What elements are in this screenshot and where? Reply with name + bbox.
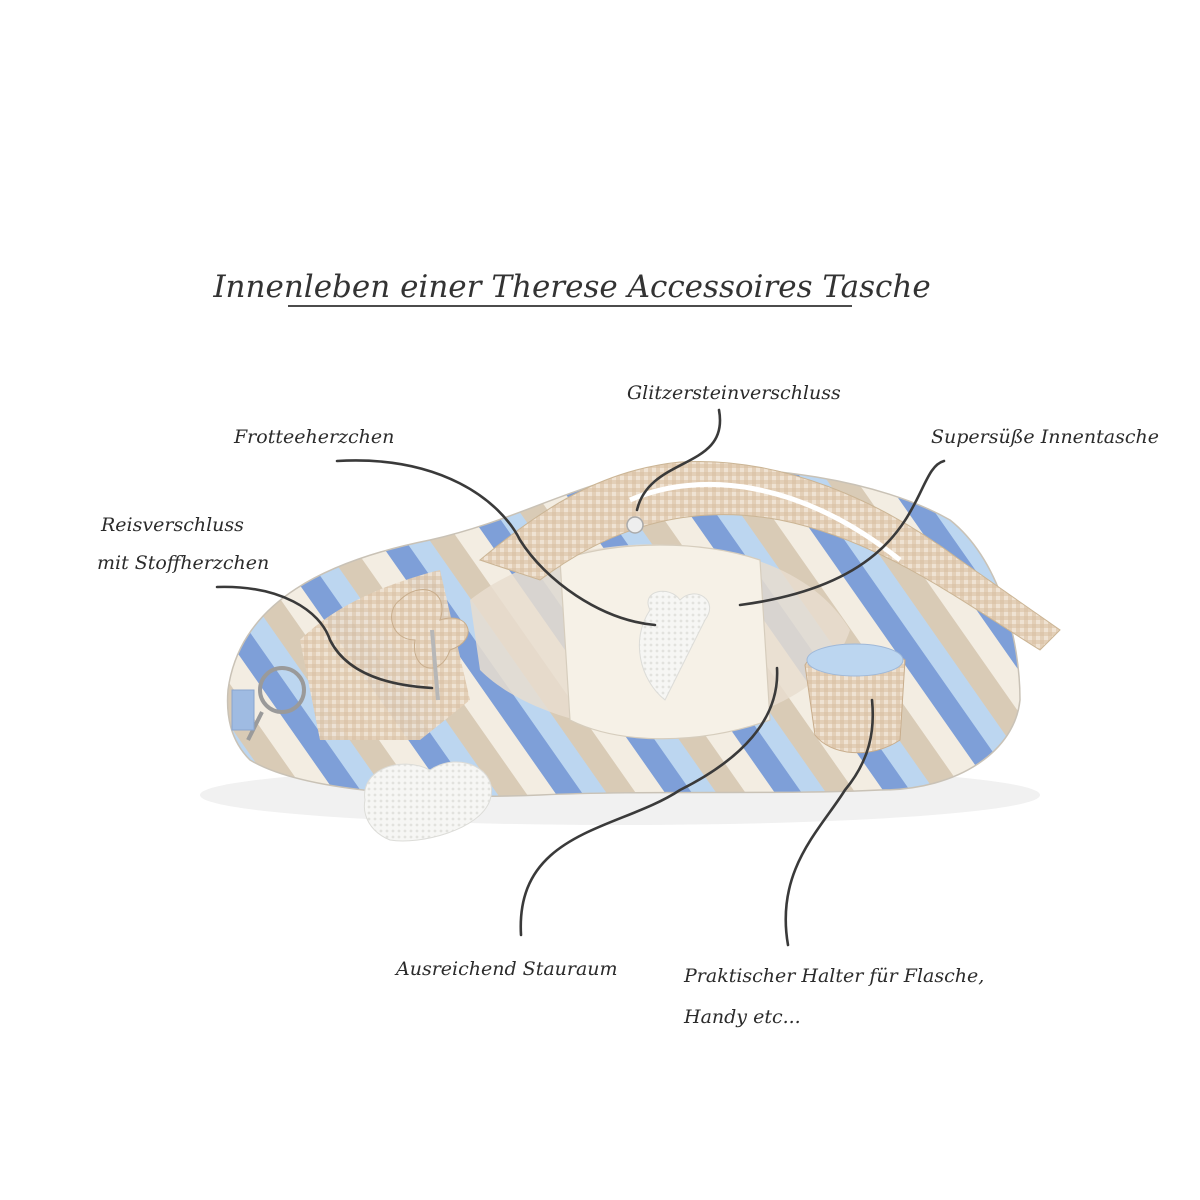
label-stauraum: Ausreichend Stauraum: [394, 958, 618, 980]
label-halter-line2: Handy etc...: [683, 1006, 801, 1028]
leader-halter: [784, 698, 875, 947]
terry-heart-inner: [638, 590, 711, 701]
label-frotteeherzchen: Frotteeherzchen: [233, 426, 394, 448]
label-reisverschluss-line1: Reisverschluss: [100, 514, 244, 536]
rhinestone-clasp: [626, 516, 644, 534]
page-title: Innenleben einer Therese Accessoires Tas…: [212, 269, 930, 305]
leader-stauraum: [519, 666, 779, 937]
leader-frotteeherzchen: [335, 459, 657, 627]
leader-reisverschluss: [215, 585, 434, 690]
labels: Frotteeherzchen Glitzersteinverschluss S…: [97, 382, 1159, 1028]
label-glitzersteinverschluss: Glitzersteinverschluss: [627, 382, 841, 404]
leader-glitzersteinverschluss: [635, 408, 722, 512]
fabric-bow: [391, 589, 469, 669]
terry-heart-pendant: [363, 761, 493, 842]
leader-lines: [215, 408, 946, 947]
zipper-pull: [430, 629, 440, 701]
bottle-holder-rim: [806, 643, 904, 677]
zipper-edge: [629, 481, 902, 562]
bag-illustration: [200, 460, 1061, 842]
label-halter-line1: Praktischer Halter für Flasche,: [683, 965, 984, 987]
title: Innenleben einer Therese Accessoires Tas…: [212, 269, 931, 307]
leader-innentasche: [738, 459, 946, 607]
label-reisverschluss-line2: mit Stoffherzchen: [97, 552, 269, 574]
label-innentasche: Supersüße Innentasche: [931, 426, 1159, 448]
gingham-strap: [478, 460, 1061, 651]
carabiner: [231, 666, 306, 741]
